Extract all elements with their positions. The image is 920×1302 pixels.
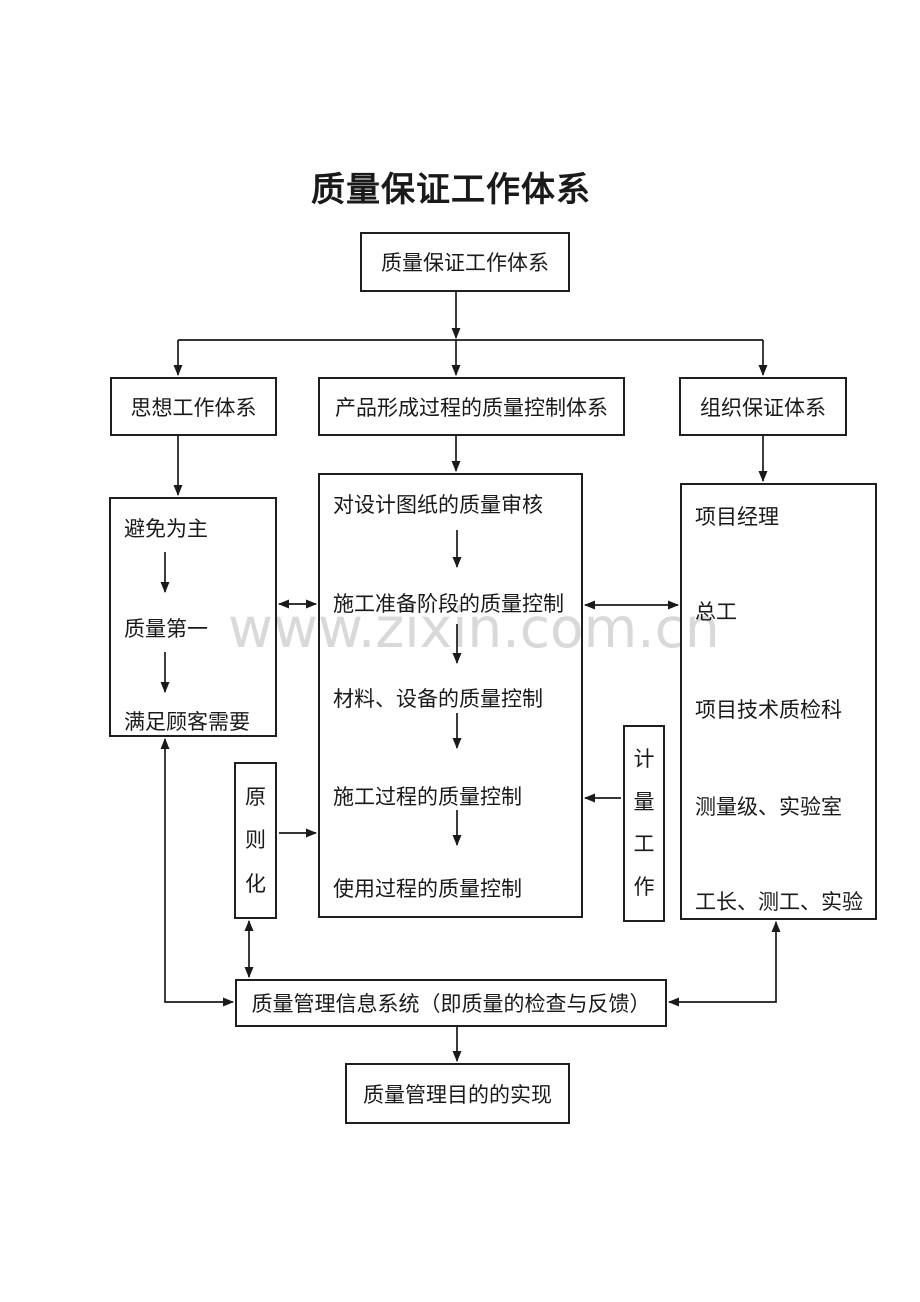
vertical-char: 原 (245, 784, 266, 809)
root-box-label: 质量保证工作体系 (381, 251, 549, 275)
main-box-thought: 避免为主 质量第一 满足顾客需要 (109, 497, 277, 737)
info-system-label: 质量管理信息系统（即质量的检查与反馈） (251, 992, 651, 1016)
branch-box-organization-label: 组织保证体系 (700, 395, 826, 420)
flow-item-label: 总工 (695, 600, 737, 624)
goal-box-label: 质量管理目的的实现 (363, 1082, 552, 1107)
main-box-process: 对设计图纸的质量审核 施工准备阶段的质量控制 材料、设备的质量控制 施工过程的质… (318, 473, 583, 918)
vertical-char: 量 (633, 789, 655, 814)
vertical-char: 则 (245, 828, 266, 852)
flow-item-label: 施工准备阶段的质量控制 (333, 592, 564, 616)
goal-box: 质量管理目的的实现 (345, 1063, 570, 1124)
branch-box-organization: 组织保证体系 (679, 377, 847, 436)
main-box-organization: 项目经理 总工 项目技术质检科 测量级、实验室 工长、测工、实验 (680, 483, 877, 920)
branch-box-thought: 思想工作体系 (110, 377, 277, 436)
vertical-char: 计 (633, 746, 655, 771)
root-box: 质量保证工作体系 (360, 232, 570, 292)
branch-box-thought-label: 思想工作体系 (130, 395, 257, 420)
flow-item-label: 对设计图纸的质量审核 (333, 493, 543, 517)
vertical-char: 工 (633, 832, 655, 857)
flow-item-label: 测量级、实验室 (695, 795, 842, 819)
flow-item-label: 工长、测工、实验 (695, 890, 863, 914)
flow-item-label: 质量第一 (124, 617, 208, 641)
page-title: 质量保证工作体系 (311, 172, 591, 209)
flow-item-label: 避免为主 (124, 517, 208, 541)
branch-box-process-label: 产品形成过程的质量控制体系 (335, 395, 608, 420)
flow-item-label: 材料、设备的质量控制 (333, 687, 543, 711)
flow-item-label: 项目技术质检科 (695, 698, 842, 722)
flow-item-label: 使用过程的质量控制 (333, 877, 522, 901)
vertical-char: 化 (245, 871, 266, 896)
metrology-box: 计量工作 (623, 725, 665, 922)
principle-box: 原则化 (234, 762, 277, 919)
info-system-box: 质量管理信息系统（即质量的检查与反馈） (235, 979, 667, 1027)
flow-item-label: 满足顾客需要 (124, 710, 250, 734)
vertical-char: 作 (633, 875, 655, 900)
flow-item-label: 项目经理 (695, 505, 779, 529)
flow-item-label: 施工过程的质量控制 (333, 785, 522, 809)
branch-box-process: 产品形成过程的质量控制体系 (318, 377, 625, 436)
